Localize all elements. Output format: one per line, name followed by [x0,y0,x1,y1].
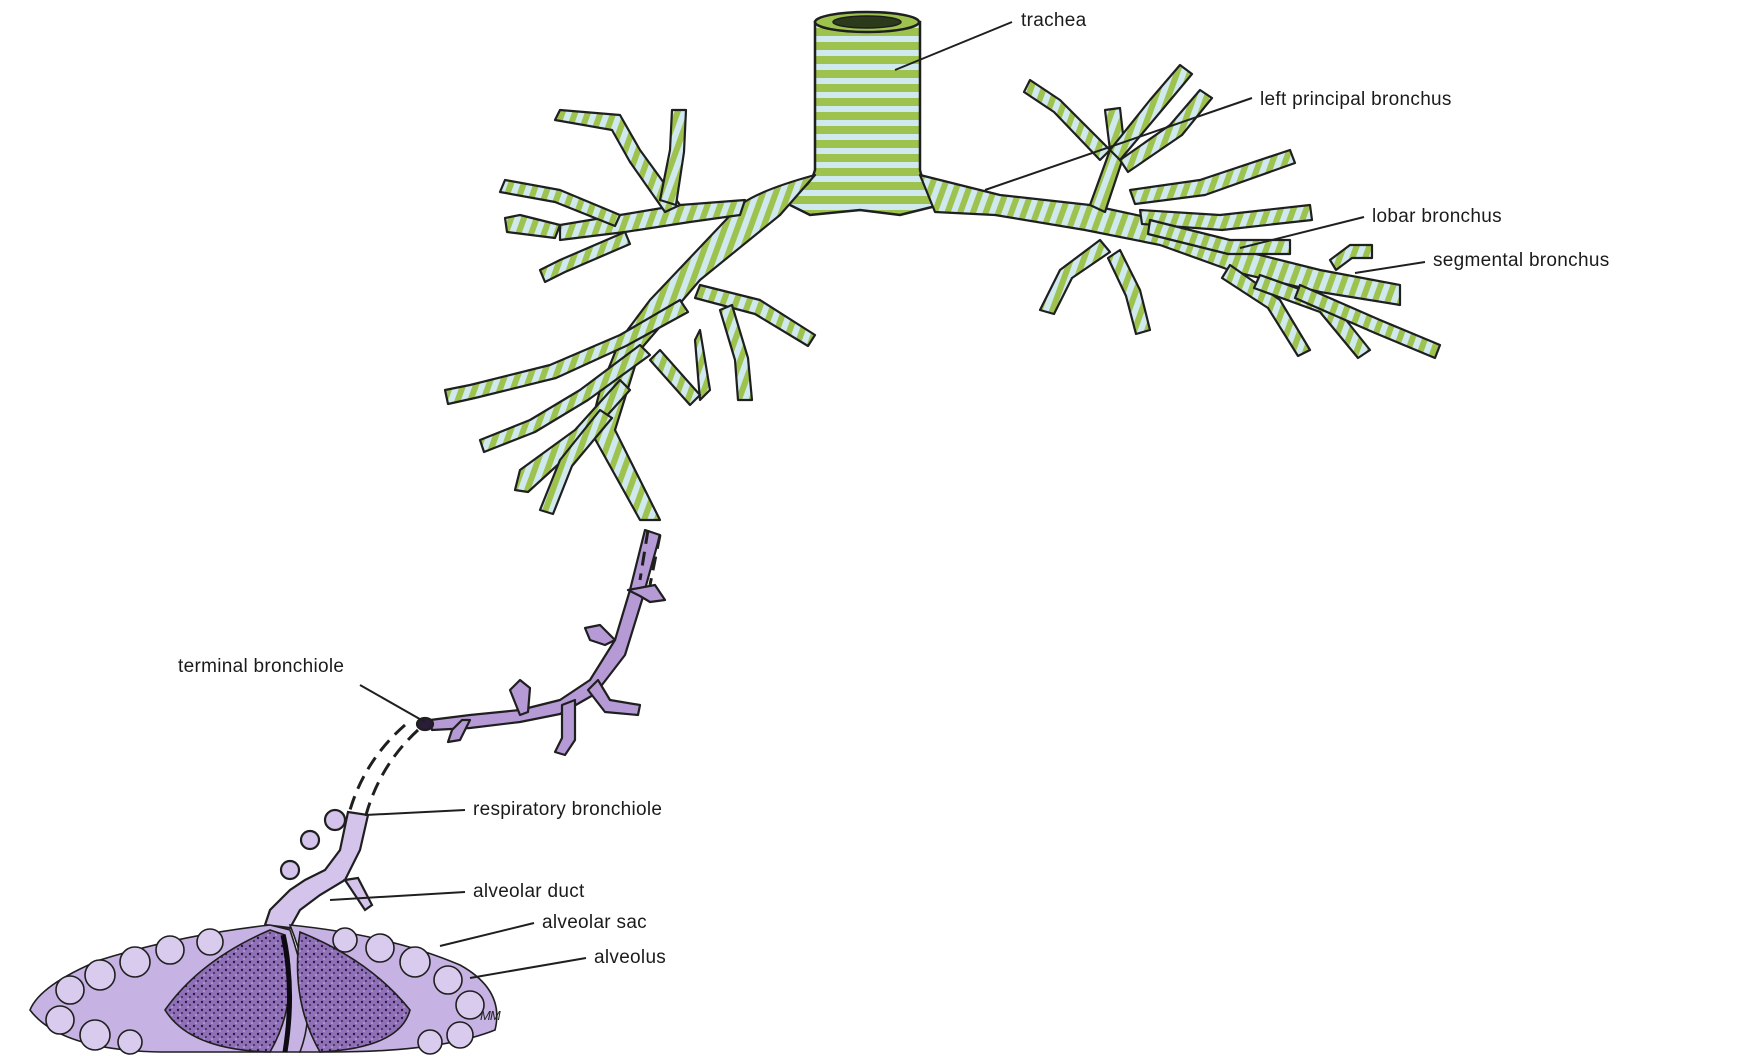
label-left-principal-bronchus: left principal bronchus [1260,89,1452,111]
label-segmental-bronchus: segmental bronchus [1433,250,1610,272]
alveolar-cluster [30,925,497,1054]
right-bronchial-tree [445,110,815,520]
label-alveolar-duct: alveolar duct [473,881,585,903]
dashed-connectors [350,530,660,815]
label-lobar-bronchus: lobar bronchus [1372,206,1502,228]
label-trachea: trachea [1021,10,1086,32]
respiratory-bronchiole-shape [265,810,372,928]
label-alveolus: alveolus [594,947,666,969]
label-respiratory-bronchiole: respiratory bronchiole [473,799,662,821]
bronchiole-tree [417,530,665,755]
label-terminal-bronchiole: terminal bronchiole [178,656,344,678]
label-alveolar-sac: alveolar sac [542,912,647,934]
artist-signature: MM [480,1008,500,1023]
